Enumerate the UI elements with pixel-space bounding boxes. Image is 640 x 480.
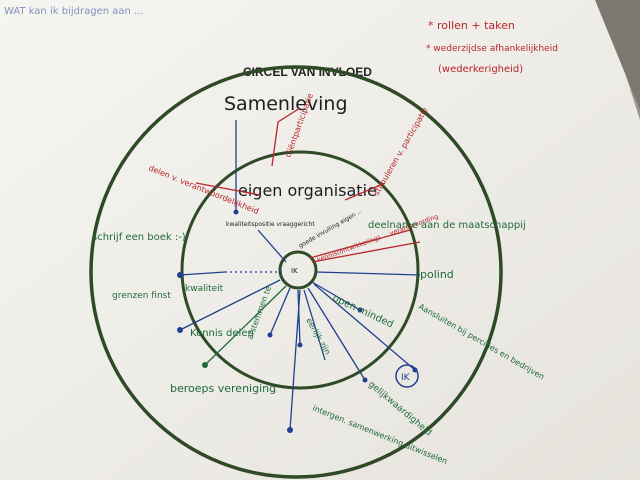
note-wederkerigheid: (wederkerigheid) [438,64,523,75]
label-kwaliteit: kwaliteit [185,284,224,294]
small-ik-circle [395,364,419,388]
arrow-heads [177,209,418,433]
label-beroeps-vereniging: beroeps vereniging [170,382,276,395]
center-ring [278,250,318,290]
label-polind: polind [420,268,454,281]
label-kennis-delen: Kennis delen [190,328,254,339]
ring-label-eigen-organisatie: eigen organisatie [238,181,377,200]
label-kwaliteitspositie: kwaliteitspositie vraaggericht [226,221,315,228]
note-afhankelijkheid: * wederzijdse afhankelijkheid [426,44,558,54]
label-schrijf-boek: schrijf een boek :-) [92,232,186,243]
ring-label-samenleving: Samenleving [224,93,348,115]
arrow-strokes [179,107,421,431]
note-rollen: * rollen + taken [428,19,515,32]
label-deelname-maatschappij: deelname aan de maatschappij [368,220,526,231]
label-grenzen: grenzen finst [112,291,171,301]
small-ik-label: IK [401,373,411,383]
ring-label-ik: IK [291,267,298,275]
middle-ring [180,150,420,390]
outer-ring [89,65,503,479]
header-question: WAT kan ik bijdragen aan ... [4,6,144,17]
paper-edge-shadow [595,0,640,110]
